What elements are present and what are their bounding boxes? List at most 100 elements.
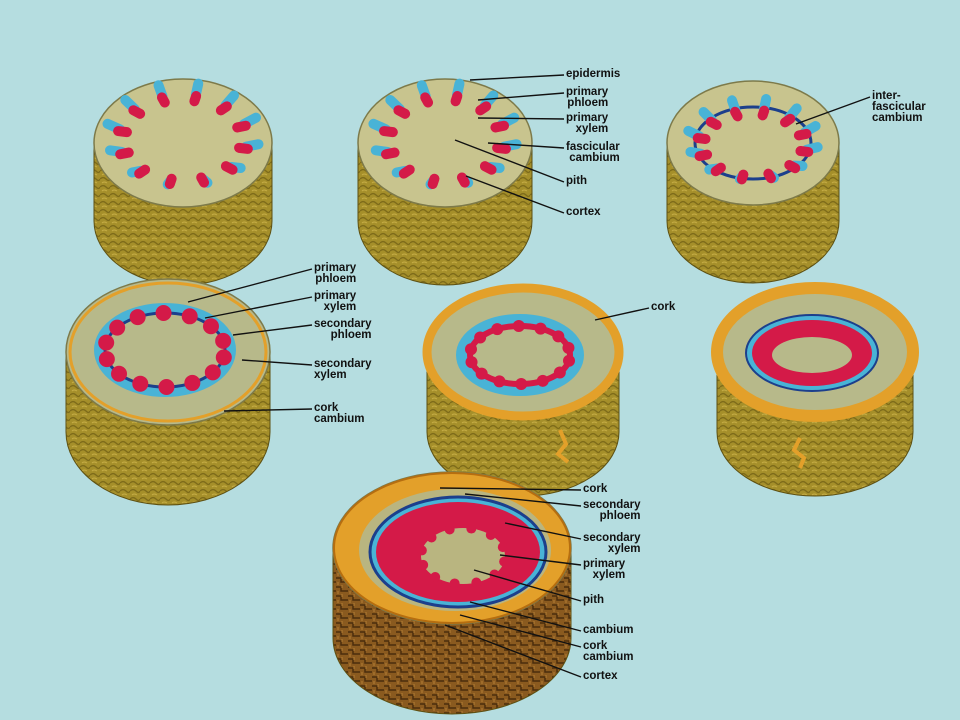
label-primary-xylem: primary xylem xyxy=(314,290,357,313)
vascular-bundle xyxy=(391,164,415,179)
vascular-bundle xyxy=(757,94,772,121)
leader-line xyxy=(469,601,582,632)
xylem-cap xyxy=(710,162,726,177)
xylem-bundle xyxy=(129,309,146,326)
label-fascicular-cambium: fascicular cambium xyxy=(566,141,620,164)
pith xyxy=(772,337,852,373)
xylem-bundle xyxy=(465,356,478,369)
primary-xylem-bundle xyxy=(466,523,477,534)
stem-top-surface xyxy=(666,80,840,206)
pith xyxy=(421,528,505,584)
label-secondary-phloem: secondary phloem xyxy=(583,499,641,522)
xylem-cap xyxy=(420,92,434,108)
vascular-bundle xyxy=(120,94,146,119)
xylem-cap xyxy=(393,105,411,119)
xylem-cap xyxy=(763,168,776,184)
xylem-bundle xyxy=(493,375,506,388)
xylem-bundle xyxy=(474,331,487,344)
primary-xylem-bundle xyxy=(444,524,455,535)
leader-line xyxy=(223,408,313,412)
leader-line xyxy=(459,614,582,648)
primary-xylem-bundle xyxy=(418,559,429,570)
xylem-bundle xyxy=(552,330,565,343)
xylem-bundle xyxy=(202,318,219,335)
vascular-bundle xyxy=(763,168,779,184)
xylem-cap xyxy=(189,90,202,107)
label-cork: cork xyxy=(583,483,608,495)
xylem-cap xyxy=(784,160,801,174)
xylem-bundle xyxy=(515,377,528,390)
xylem-bundle xyxy=(536,374,549,387)
xylem-cap xyxy=(232,120,251,133)
vascular-bundle xyxy=(698,106,722,130)
xylem-cap xyxy=(220,161,238,175)
primary-xylem-bundle xyxy=(485,530,496,541)
leader-line xyxy=(454,139,565,183)
xylem-cap xyxy=(492,142,511,154)
label-primary-xylem: primary xylem xyxy=(583,558,626,581)
vascular-bundle xyxy=(385,94,411,119)
leader-line xyxy=(594,307,650,321)
xylem-cap xyxy=(475,101,492,116)
primary-xylem-bundle xyxy=(416,545,427,556)
xylem-cap xyxy=(113,126,132,138)
xylem-cap xyxy=(128,105,146,119)
vascular-bundle xyxy=(479,161,505,175)
primary-xylem-bundle xyxy=(497,542,508,553)
xylem-cap xyxy=(795,146,814,157)
leader-line xyxy=(444,624,582,678)
primary-xylem-bundle xyxy=(430,571,441,582)
xylem-cap xyxy=(196,172,210,188)
vascular-bundle xyxy=(234,139,264,154)
label-cork: cork xyxy=(651,301,676,313)
xylem-bundle xyxy=(534,322,547,335)
xylem-bundle xyxy=(563,354,576,367)
bark-crack xyxy=(791,437,807,469)
leader-line xyxy=(232,324,313,336)
vascular-bundle xyxy=(153,80,170,108)
xylem-cap xyxy=(398,164,415,179)
primary-xylem-bundle xyxy=(426,532,437,543)
xylem-cap xyxy=(692,133,711,144)
leader-line xyxy=(241,359,313,366)
xylem-cap xyxy=(234,142,253,154)
vascular-bundle xyxy=(734,169,749,185)
leader-line xyxy=(187,268,313,303)
xylem-cap xyxy=(115,147,134,160)
leader-line xyxy=(465,175,565,214)
leader-line xyxy=(795,96,871,125)
label-secondary-xylem: secondary xylem xyxy=(314,358,372,381)
leader-line xyxy=(477,92,565,101)
cork-ring xyxy=(422,283,624,421)
leader-line xyxy=(439,487,582,491)
stem-diagram-4 xyxy=(65,278,271,506)
xylem-bundle xyxy=(215,332,232,349)
leader-line xyxy=(473,569,582,602)
vascular-bundle xyxy=(370,145,400,160)
xylem-cap xyxy=(450,90,463,107)
vascular-bundle xyxy=(232,112,262,133)
vascular-bundle xyxy=(104,145,134,160)
primary-xylem-bundle xyxy=(471,577,482,588)
vascular-bundle xyxy=(196,172,213,188)
stem-diagram-2 xyxy=(357,78,533,286)
vascular-bundle xyxy=(416,80,434,108)
label-epidermis: epidermis xyxy=(566,68,621,80)
vascular-bundle xyxy=(456,172,474,188)
xylem-cap xyxy=(780,113,796,128)
xylem-bundle xyxy=(562,341,575,354)
xylem-cap xyxy=(427,173,440,190)
label-cork-cambium: cork cambium xyxy=(314,402,365,425)
xylem-bundle xyxy=(155,305,172,322)
xylem-cap xyxy=(736,169,749,185)
xylem-bundle xyxy=(132,375,149,392)
label-primary-xylem: primary xylem xyxy=(566,112,609,135)
bark-crack xyxy=(555,429,570,464)
vascular-bundle xyxy=(368,118,398,138)
stem-diagram-3 xyxy=(666,80,840,284)
leader-line xyxy=(464,493,582,507)
vascular-bundle xyxy=(162,173,177,190)
vascular-bundle xyxy=(793,121,821,141)
leader-line xyxy=(499,554,582,566)
